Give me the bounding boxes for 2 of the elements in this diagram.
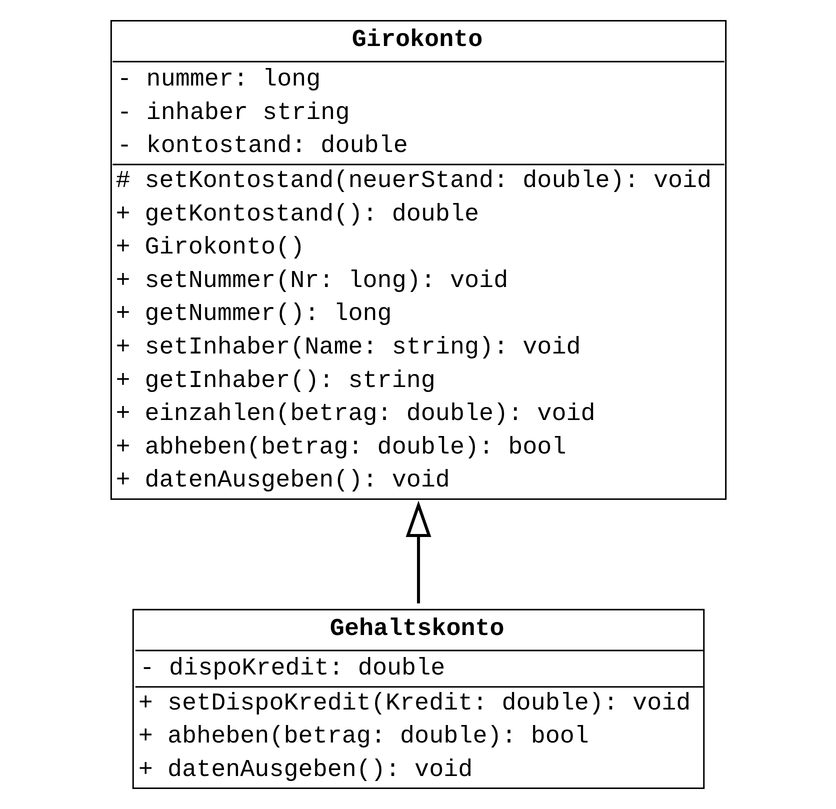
node-box: Girokonto - nummer: long - inhaber string - kontostand: double # setKontostand(neuerStand: double): void + getKontostand(): double + Girokonto() + setNummer(Nr: long): void + getNummer(): long + setInhaber(Name: string): void + getInhaber(): string + einzahlen(betrag: double): void + abheben(betrag: double): bool + datenAusgeben(): void — [110, 20, 726, 500]
arrow — [405, 500, 431, 604]
